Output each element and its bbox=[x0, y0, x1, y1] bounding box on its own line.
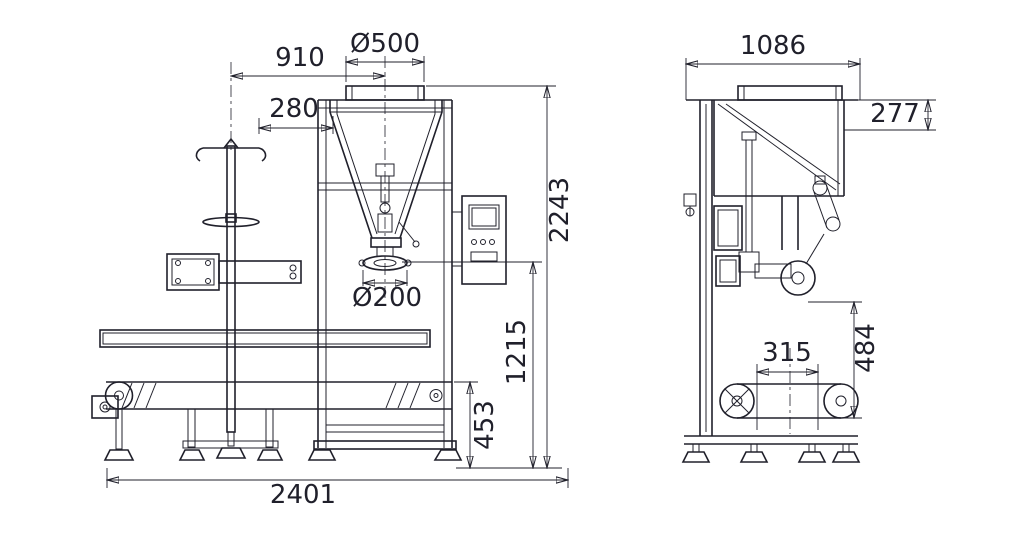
base-side bbox=[681, 435, 861, 463]
dim-label-280: 280 bbox=[269, 94, 319, 124]
bag-stand-front bbox=[166, 137, 302, 459]
air-filter-side bbox=[683, 193, 697, 217]
dim-1086: 1086 bbox=[686, 31, 860, 100]
hopper-side bbox=[686, 85, 858, 197]
dim-label-2401: 2401 bbox=[270, 480, 336, 510]
front-view: 910 Ø500 280 2243 1215 bbox=[91, 29, 575, 510]
electrical-boxes-side bbox=[713, 205, 743, 287]
dim-label-1086: 1086 bbox=[740, 31, 806, 61]
hopper-front bbox=[329, 85, 443, 248]
dim-label-484: 484 bbox=[851, 323, 881, 373]
auger-shaft-side bbox=[738, 131, 760, 273]
dim-277: 277 bbox=[844, 99, 936, 130]
dim-280: 280 bbox=[259, 94, 333, 134]
filling-head-front bbox=[358, 163, 420, 271]
frame-column-side bbox=[699, 100, 713, 436]
dim-2243: 2243 bbox=[426, 86, 575, 468]
side-view: 1086 277 484 315 bbox=[681, 31, 936, 463]
dim-label-315: 315 bbox=[762, 338, 812, 368]
control-panel-front bbox=[452, 195, 507, 285]
dim-200: Ø200 bbox=[352, 270, 422, 313]
discharge-clamp-side bbox=[754, 196, 825, 296]
dim-label-2243: 2243 bbox=[545, 177, 575, 243]
dim-453: 453 bbox=[454, 382, 500, 468]
dim-label-910: 910 bbox=[275, 43, 325, 73]
dim-label-200: Ø200 bbox=[352, 283, 422, 313]
centerline-hopper-front bbox=[230, 56, 386, 300]
dim-2401: 2401 bbox=[107, 468, 568, 510]
dim-label-1215: 1215 bbox=[502, 319, 532, 385]
dim-label-500: Ø500 bbox=[350, 29, 420, 59]
dim-label-453: 453 bbox=[470, 400, 500, 450]
conveyor-side bbox=[719, 383, 859, 419]
dim-484: 484 bbox=[808, 302, 881, 418]
actuator-side bbox=[812, 175, 841, 232]
dim-1215: 1215 bbox=[402, 262, 542, 468]
work-table-front bbox=[99, 329, 431, 348]
dim-910: 910 bbox=[231, 43, 385, 76]
dim-500: Ø500 bbox=[346, 29, 424, 82]
conveyor-front bbox=[91, 381, 452, 461]
dim-label-277: 277 bbox=[870, 99, 920, 129]
dim-315: 315 bbox=[757, 338, 818, 430]
